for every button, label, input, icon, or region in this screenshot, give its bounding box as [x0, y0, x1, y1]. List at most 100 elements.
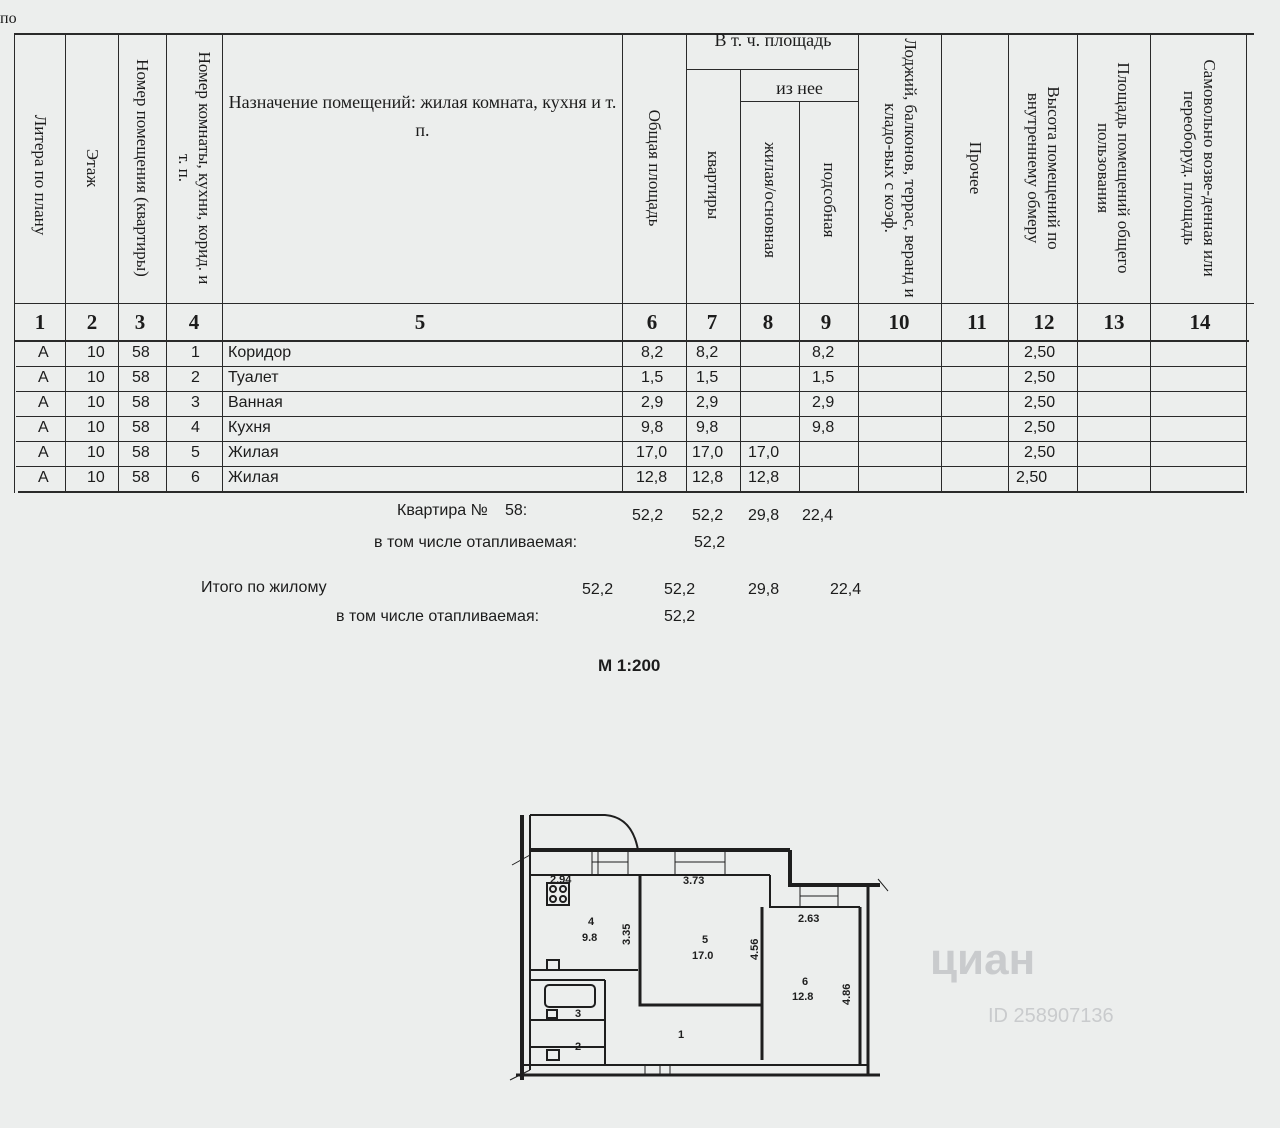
- cell-floor: 10: [87, 419, 105, 436]
- header-purpose: Назначение помещений: жилая комната, кух…: [228, 92, 617, 140]
- cell-room: 4: [191, 419, 200, 436]
- cell-room: 6: [191, 469, 200, 486]
- heated-value: 52,2: [694, 534, 726, 551]
- room6-area: 12.8: [792, 991, 813, 1003]
- cell-apartment-area: 2,9: [696, 394, 719, 411]
- cell-apartment: 58: [132, 394, 150, 411]
- room4-area: 9.8: [582, 932, 597, 944]
- cell-height: 2,50: [1024, 369, 1056, 386]
- column-number: 12: [1033, 310, 1055, 334]
- column-number: 5: [414, 310, 426, 334]
- cell-room: 1: [191, 344, 200, 361]
- header-total-area: Общая площадь: [645, 109, 664, 227]
- header-room-number: Номер комнаты, кухни, корид. и т. п.: [175, 51, 214, 285]
- header-of-it: из нее: [776, 78, 823, 98]
- cell-height: 2,50: [1024, 394, 1056, 411]
- column-number: 13: [1103, 310, 1125, 334]
- cell-room: 2: [191, 369, 200, 386]
- cell-auxiliary: 2,9: [812, 394, 835, 411]
- apartment-total: 52,2: [632, 507, 664, 524]
- cell-apartment: 58: [132, 344, 150, 361]
- plan-scale: М 1:200: [598, 656, 661, 675]
- cell-litera: А: [38, 419, 49, 436]
- corner-text: по: [0, 10, 17, 27]
- cell-total: 2,9: [641, 394, 664, 411]
- room6-number: 6: [802, 976, 808, 988]
- header-apartment-number: Номер помещения (квартиры): [133, 59, 152, 277]
- cell-apartment-area: 9,8: [696, 419, 719, 436]
- residential-total: 52,2: [582, 581, 614, 598]
- col-line: [65, 33, 66, 493]
- header-unauthorized-area: Самовольно возве-денная или переоборуд. …: [1180, 59, 1219, 277]
- group-line: [686, 69, 858, 70]
- column-number: 1: [34, 310, 46, 334]
- col-line: [622, 33, 623, 493]
- room2-number: 2: [575, 1041, 581, 1053]
- col-line: [166, 33, 167, 493]
- cell-purpose: Жилая: [228, 469, 279, 486]
- apartment-living-total: 29,8: [748, 507, 780, 524]
- cell-total: 17,0: [636, 444, 668, 461]
- room3-number: 3: [575, 1008, 581, 1020]
- header-other: Прочее: [966, 141, 985, 195]
- col-line: [858, 33, 859, 493]
- cell-purpose: Туалет: [228, 369, 279, 386]
- cell-total: 9,8: [641, 419, 664, 436]
- column-number: 7: [706, 310, 718, 334]
- column-number: 11: [967, 310, 987, 334]
- cell-floor: 10: [87, 444, 105, 461]
- cell-purpose: Коридор: [228, 344, 292, 361]
- header-loggias: Лоджий, балконов, террас, веранд и кладо…: [881, 38, 920, 298]
- colnum-top-line: [14, 303, 1254, 304]
- cell-apartment-area: 12,8: [692, 469, 724, 486]
- row-line: [16, 391, 1246, 392]
- col-line: [1008, 33, 1009, 493]
- cell-apartment: 58: [132, 369, 150, 386]
- dim-kitchen-depth: 3.35: [621, 924, 633, 945]
- room5-area: 17.0: [692, 950, 713, 962]
- col-line: [14, 33, 15, 493]
- cell-living: 12,8: [748, 469, 780, 486]
- residential-heated-label: в том числе отапливаемая:: [336, 608, 540, 625]
- dim-room5-width: 3.73: [683, 875, 704, 887]
- room5-number: 5: [702, 934, 708, 946]
- room1-number: 1: [678, 1029, 684, 1041]
- header-floor: Этаж: [83, 148, 102, 188]
- cell-purpose: Кухня: [228, 419, 271, 436]
- cell-litera: А: [38, 369, 49, 386]
- cell-room: 3: [191, 394, 200, 411]
- column-number: 6: [646, 310, 658, 334]
- row-line: [16, 416, 1246, 417]
- cell-total: 1,5: [641, 369, 664, 386]
- cell-height: 2,50: [1024, 444, 1056, 461]
- col-line: [1246, 33, 1247, 493]
- cell-height: 2,50: [1016, 469, 1048, 486]
- cell-room: 5: [191, 444, 200, 461]
- header-living-area: жилая/основная: [761, 142, 780, 258]
- dim-kitchen-width: 2.94: [550, 874, 572, 886]
- cell-auxiliary: 1,5: [812, 369, 835, 386]
- dim-room6-depth: 4.86: [841, 984, 853, 1005]
- cell-litera: А: [38, 444, 49, 461]
- header-common-area: Площадь помещений общего пользования: [1094, 62, 1133, 274]
- table-top-line: [14, 33, 1254, 35]
- col-line: [1077, 33, 1078, 493]
- cell-floor: 10: [87, 469, 105, 486]
- apartment-auxiliary-total: 22,4: [802, 507, 834, 524]
- header-litera: Литера по плану: [31, 114, 50, 236]
- cell-living: 17,0: [748, 444, 780, 461]
- col-line: [740, 69, 741, 493]
- cell-purpose: Жилая: [228, 444, 279, 461]
- residential-auxiliary-total: 22,4: [830, 581, 862, 598]
- watermark-id: ID 258907136: [988, 1005, 1114, 1027]
- column-number: 9: [820, 310, 832, 334]
- residential-living-total: 29,8: [748, 581, 780, 598]
- cell-apartment-area: 8,2: [696, 344, 719, 361]
- col-line: [686, 33, 687, 493]
- column-number: 10: [888, 310, 910, 334]
- dim-room5-depth: 4.56: [749, 939, 761, 960]
- column-number: 8: [762, 310, 774, 334]
- colnum-bottom-line: [14, 340, 1249, 342]
- column-number: 2: [86, 310, 98, 334]
